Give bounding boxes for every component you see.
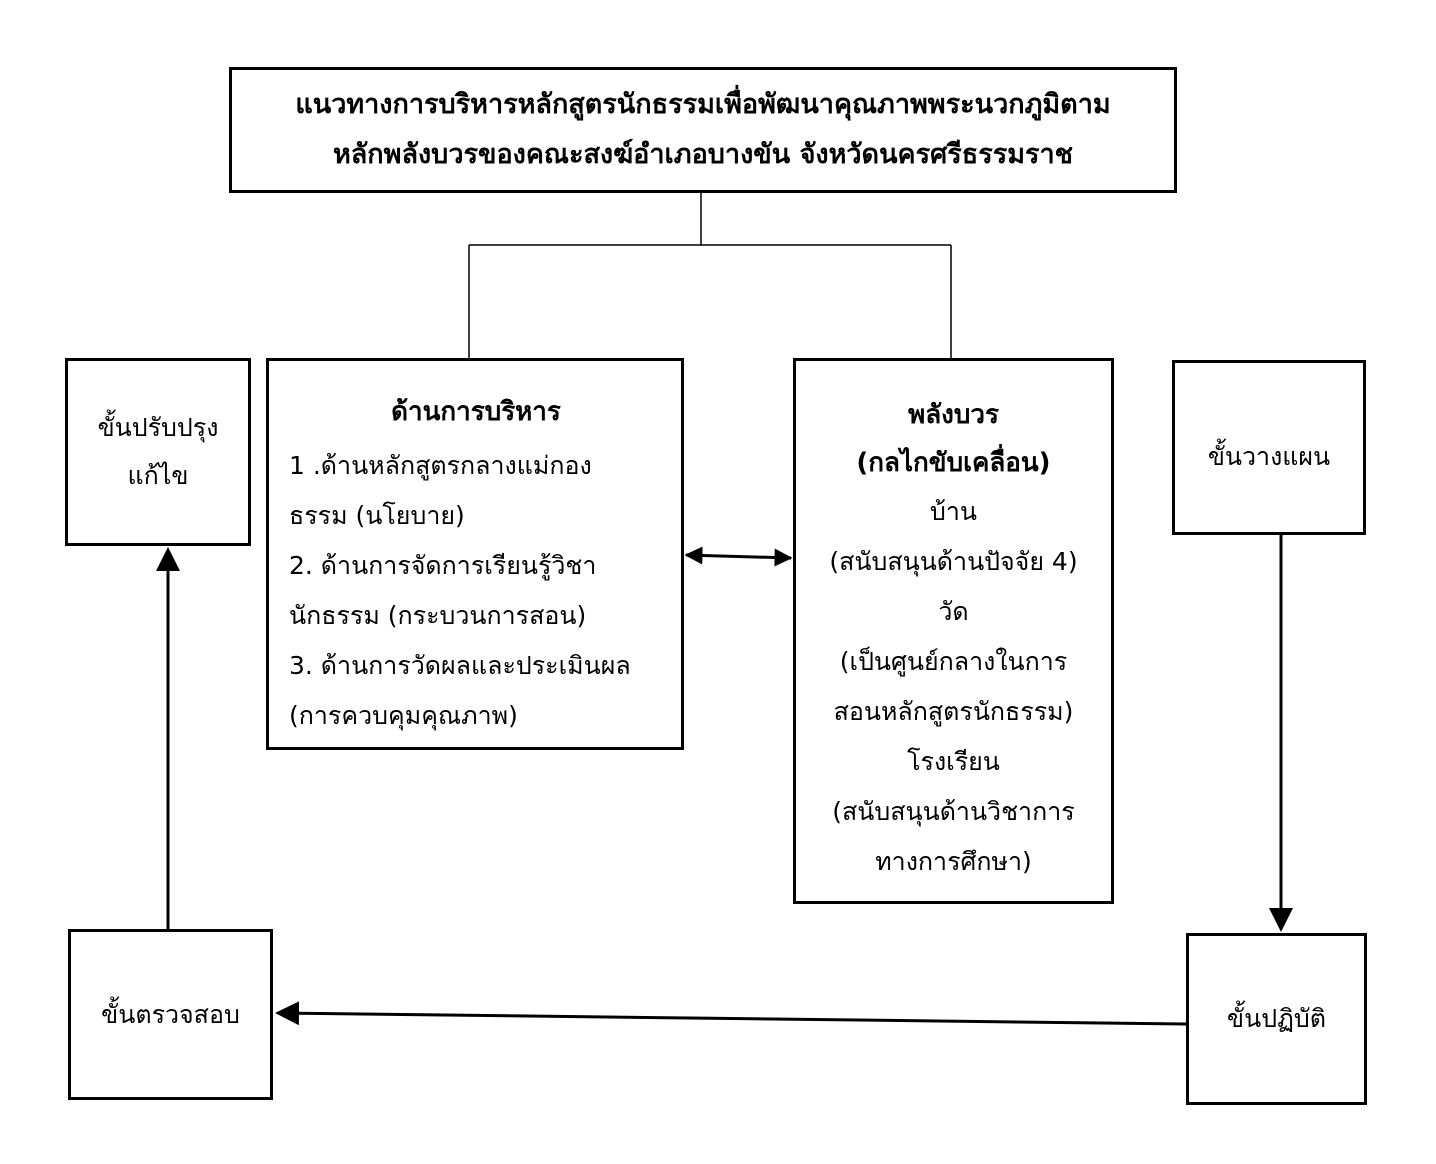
power-item: (สนับสนุนด้านวิชาการ: [832, 797, 1075, 826]
administration-item: 2. ด้านการจัดการเรียนรู้วิชา: [289, 551, 597, 580]
step-improve-label: ขั้นปรับปรุง: [97, 413, 219, 442]
power-item: วัด: [938, 597, 969, 626]
power-item: (สนับสนุนด้านปัจจัย 4): [829, 547, 1078, 576]
power-item: ทางการศึกษา): [875, 847, 1032, 876]
step-check-box: ขั้นตรวจสอบ: [68, 929, 273, 1100]
step-improve-label-2: แก้ไข: [127, 461, 189, 490]
power-item: บ้าน: [930, 497, 977, 526]
arrow-do-to-check: [275, 1001, 1187, 1026]
administration-item: 3. ด้านการวัดผลและประเมินผล: [289, 651, 631, 680]
administration-item: (การควบคุมคุณภาพ): [289, 701, 518, 730]
step-do-label: ขั้นปฏิบัติ: [1227, 1004, 1326, 1033]
title-line-2: หลักพลังบวรของคณะสงฆ์อำเภอบางขัน จังหวัด…: [332, 139, 1074, 170]
step-check-label: ขั้นตรวจสอบ: [101, 999, 240, 1029]
administration-item: นักธรรม (กระบวนการสอน): [289, 601, 587, 630]
power-item: โรงเรียน: [907, 747, 1000, 776]
step-plan-label: ขั้นวางแผน: [1207, 442, 1331, 471]
administration-item: 1 .ด้านหลักสูตรกลางแม่กอง: [289, 451, 592, 480]
power-item: (เป็นศูนย์กลางในการ: [839, 647, 1068, 676]
step-do-box: ขั้นปฏิบัติ: [1186, 933, 1367, 1105]
step-improve-box: ขั้นปรับปรุง แก้ไข: [65, 358, 251, 546]
power-item: สอนหลักสูตรนักธรรม): [833, 697, 1074, 726]
administration-heading: ด้านการบริหาร: [391, 397, 561, 427]
double-arrow: [684, 546, 793, 567]
title-line-1: แนวทางการบริหารหลักสูตรนักธรรมเพื่อพัฒนา…: [295, 89, 1111, 120]
tree-connector: [468, 193, 952, 358]
title-box: แนวทางการบริหารหลักสูตรนักธรรมเพื่อพัฒนา…: [229, 67, 1177, 193]
power-bowon-box: พลังบวร (กลไกขับเคลื่อน) บ้าน (สนับสนุนด…: [793, 358, 1114, 904]
administration-box: ด้านการบริหาร 1 .ด้านหลักสูตรกลางแม่กอง …: [266, 358, 684, 750]
step-plan-box: ขั้นวางแผน: [1172, 360, 1366, 535]
administration-item: ธรรม (นโยบาย): [289, 501, 465, 530]
power-subheading: (กลไกขับเคลื่อน): [856, 448, 1051, 478]
power-heading: พลังบวร: [908, 400, 999, 430]
